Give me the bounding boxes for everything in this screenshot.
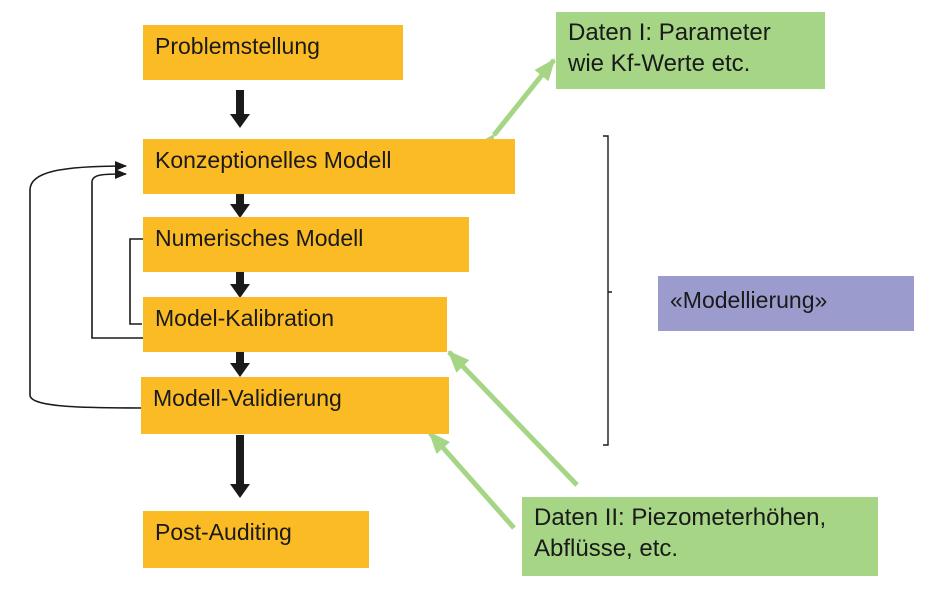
step-problem: Problemstellung [143,25,403,80]
flow-arrow-validation-to-post-auditing [230,435,250,498]
data-one-box: Daten I: Parameter wie Kf-Werte etc. [556,12,825,89]
flow-arrow-conceptual-to-numerical [230,194,250,218]
data-one-arrow [474,58,556,157]
data-two-arrow-to-calibration [447,350,579,487]
step-validation-label: Modell-Validierung [153,385,342,411]
data-two-line-1: Daten II: Piezometerhöhen, [534,504,827,531]
data-one-line-1: Daten I: Parameter [568,19,771,46]
feedback-loop-calibration-to-conceptual [91,169,145,339]
data-two-box: Daten II: Piezometerhöhen, Abflüsse, etc… [522,497,878,576]
modelling-bracket [603,135,612,446]
data-one-line-2: wie Kf-Werte etc. [568,49,751,77]
data-two-arrow-to-validation [428,431,516,530]
step-conceptual-model-label: Konzeptionelles Modell [155,147,392,173]
step-post-auditing: Post-Auditing [143,511,369,568]
step-conceptual-model: Konzeptionelles Modell [143,139,515,194]
step-post-auditing-label: Post-Auditing [155,519,292,545]
step-numerical-model: Numerisches Modell [143,217,469,272]
feedback-loop-validation-to-conceptual [29,161,153,409]
flow-arrow-calibration-to-validation [230,352,250,377]
feedback-loop-calibration-to-numerical [129,238,143,325]
flow-arrow-numerical-to-calibration [230,272,250,298]
step-calibration-label: Model-Kalibration [155,305,334,331]
flow-arrow-problem-to-conceptual [230,90,250,128]
data-two-line-2: Abflüsse, etc. [534,534,679,562]
step-numerical-model-label: Numerisches Modell [155,225,364,251]
step-validation: Modell-Validierung [141,377,449,434]
modelling-label-box: «Modellierung» [658,276,914,331]
step-calibration: Model-Kalibration [143,297,447,352]
modelling-label: «Modellierung» [670,287,828,313]
step-problem-label: Problemstellung [155,33,320,59]
